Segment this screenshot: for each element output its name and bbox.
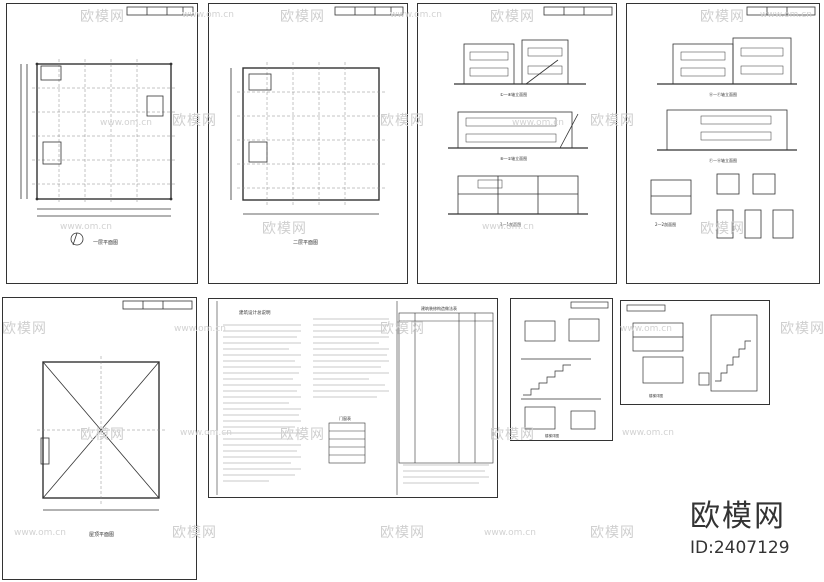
watermark-brand: 欧模网 bbox=[380, 525, 425, 541]
watermark-brand: 欧模网 bbox=[490, 9, 535, 25]
elevation-2-caption-b: Ⓕ—Ⓐ轴立面图 bbox=[709, 157, 737, 163]
watermark-url: www.om.cn bbox=[182, 10, 234, 20]
watermark-url: www.om.cn bbox=[620, 324, 672, 334]
watermark-brand: 欧模网 bbox=[2, 321, 47, 337]
door-window-table-title: 门窗表 bbox=[339, 415, 351, 421]
watermark-url: www.om.cn bbox=[512, 118, 564, 128]
watermark-url: www.om.cn bbox=[14, 528, 66, 538]
watermark-url: www.om.cn bbox=[390, 10, 442, 20]
watermark-brand: 欧模网 bbox=[262, 221, 307, 237]
watermark-url: www.om.cn bbox=[174, 324, 226, 334]
drawing-sheet-stair-detail-2: 楼梯详图 bbox=[620, 300, 770, 405]
drawing-sheet-floor-plan-1: 一层平面图 bbox=[6, 3, 198, 284]
watermark-url: www.om.cn bbox=[484, 528, 536, 538]
watermark-brand: 欧模网 bbox=[80, 427, 125, 443]
roof-plan-caption: 屋顶平面图 bbox=[89, 532, 114, 538]
drawing-sheet-floor-plan-2: 二层平面图 bbox=[208, 3, 408, 284]
watermark-brand: 欧模网 bbox=[780, 321, 824, 337]
drawing-sheet-stair-detail-1: 楼梯详图 bbox=[510, 298, 613, 441]
watermark-brand: 欧模网 bbox=[490, 427, 535, 443]
watermark-brand: 欧模网 bbox=[700, 221, 745, 237]
watermark-brand: 欧模网 bbox=[700, 9, 745, 25]
watermark-url: www.om.cn bbox=[482, 222, 534, 232]
logo-name: 欧模网 bbox=[690, 499, 786, 534]
watermark-url: www.om.cn bbox=[100, 118, 152, 128]
stair-detail-2-caption: 楼梯详图 bbox=[649, 393, 663, 398]
watermark-brand: 欧模网 bbox=[380, 321, 425, 337]
watermark-brand: 欧模网 bbox=[590, 525, 635, 541]
watermark-brand: 欧模网 bbox=[380, 113, 425, 129]
floor-plan-2-caption: 二层平面图 bbox=[293, 240, 318, 246]
drawing-sheet-design-notes: 建筑设计总说明 建筑装修构造做法表 门窗表 bbox=[208, 298, 498, 498]
elevation-1-caption-b: ⑧—①轴立面图 bbox=[500, 155, 527, 161]
elevation-2-caption-c: 2—2剖面图 bbox=[655, 221, 676, 227]
watermark-url: www.om.cn bbox=[60, 222, 112, 232]
finish-table-title: 建筑装修构造做法表 bbox=[421, 305, 457, 311]
watermark-brand: 欧模网 bbox=[590, 113, 635, 129]
watermark-url: www.om.cn bbox=[180, 428, 232, 438]
elevation-1-caption-a: ①—⑧轴立面图 bbox=[500, 91, 527, 97]
elevation-2-caption-a: Ⓐ—Ⓕ轴立面图 bbox=[709, 91, 737, 97]
watermark-brand: 欧模网 bbox=[280, 427, 325, 443]
model-id: ID:2407129 bbox=[690, 538, 790, 558]
watermark-brand: 欧模网 bbox=[280, 9, 325, 25]
drawing-sheet-roof-plan: 屋顶平面图 bbox=[2, 297, 197, 580]
floor-plan-1-caption: 一层平面图 bbox=[93, 240, 118, 246]
watermark-brand: 欧模网 bbox=[172, 113, 217, 129]
site-logo: 欧模网 ID:2407129 bbox=[690, 500, 822, 562]
stair-detail-1-caption: 楼梯详图 bbox=[545, 433, 559, 438]
drawing-sheet-elevations-1: ①—⑧轴立面图 ⑧—①轴立面图 1—1剖面图 bbox=[417, 3, 617, 284]
drawing-sheet-elevations-2: Ⓐ—Ⓕ轴立面图 Ⓕ—Ⓐ轴立面图 2—2剖面图 bbox=[626, 3, 820, 284]
watermark-url: www.om.cn bbox=[622, 428, 674, 438]
watermark-brand: 欧模网 bbox=[172, 525, 217, 541]
elevation-1-caption-c: 1—1剖面图 bbox=[500, 221, 521, 227]
design-notes-title: 建筑设计总说明 bbox=[239, 309, 271, 316]
watermark-brand: 欧模网 bbox=[80, 9, 125, 25]
watermark-url: www.om.cn bbox=[760, 10, 812, 20]
